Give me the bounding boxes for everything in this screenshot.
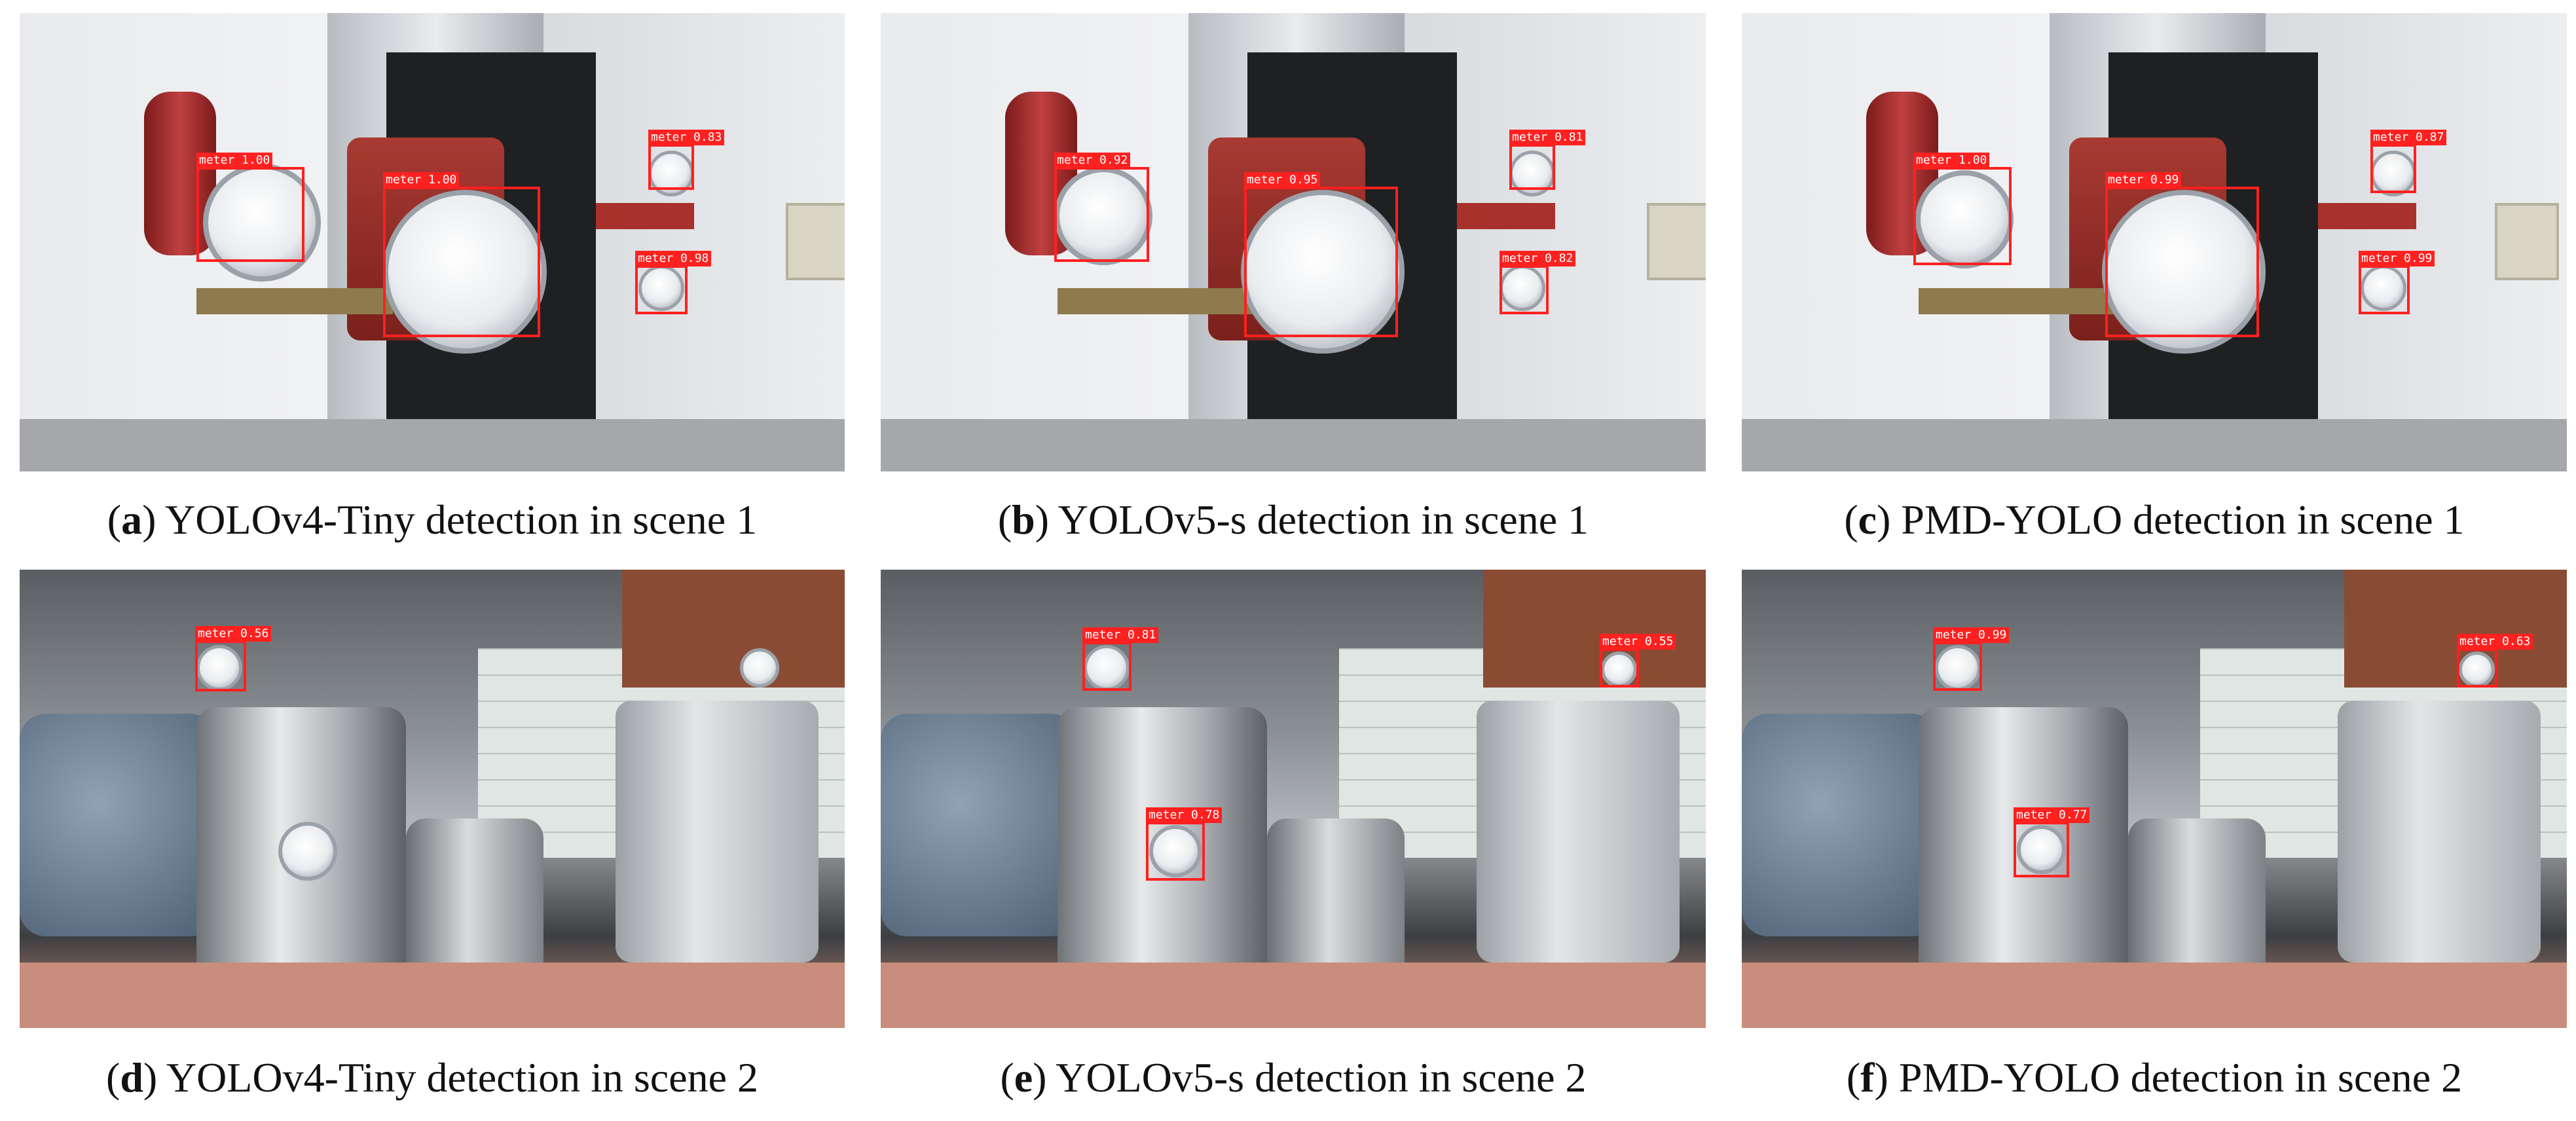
detection-label: meter 0.99 <box>2359 251 2435 266</box>
detection-box: meter 0.82 <box>1500 251 1576 314</box>
floor <box>20 419 845 471</box>
detection-label: meter 0.77 <box>2014 807 2090 823</box>
red-pipe <box>596 203 694 229</box>
floor <box>20 963 845 1028</box>
detection-label: meter 0.92 <box>1054 153 1131 168</box>
photo-scene2-f: meter 0.99 meter 0.63 meter 0.77 <box>1742 570 2567 1028</box>
photo-scene2-d: meter 0.56 <box>20 570 845 1028</box>
detection-box: meter 0.63 <box>2457 634 2533 688</box>
detection-label: meter 0.98 <box>635 251 712 266</box>
caption-text: PMD-YOLO detection in scene 1 <box>1890 496 2465 543</box>
detection-label: meter 0.78 <box>1146 807 1223 823</box>
caption-letter: f <box>1860 1054 1875 1101</box>
photo-scene1-a: meter 1.00 meter 1.00 meter 0.83 meter 0… <box>20 13 845 471</box>
detection-box: meter 0.98 <box>635 251 712 314</box>
caption-e: (e) YOLOv5-s detection in scene 2 <box>1000 1054 1587 1101</box>
gauge-front <box>278 822 337 881</box>
detection-label: meter 1.00 <box>383 172 460 188</box>
detection-label: meter 1.00 <box>1913 153 1990 168</box>
insulated-tank <box>1477 701 1680 963</box>
detection-label: meter 0.99 <box>1933 627 2010 643</box>
gauge-small-left <box>1054 167 1152 265</box>
gauge-top-right <box>740 648 779 688</box>
detection-box: meter 0.99 <box>1933 627 2010 691</box>
detection-box: meter 0.77 <box>2014 807 2090 877</box>
detection-label: meter 0.55 <box>1600 634 1676 650</box>
photo-scene2-e: meter 0.81 meter 0.55 meter 0.78 <box>881 570 1706 1028</box>
caption-text: YOLOv5-s detection in scene 2 <box>1046 1054 1587 1101</box>
detection-box: meter 0.81 <box>1082 627 1159 691</box>
insulated-tank <box>2338 701 2541 963</box>
caption-text: YOLOv4-Tiny detection in scene 2 <box>157 1054 758 1101</box>
detection-label: meter 0.81 <box>1509 130 1586 145</box>
blue-tank <box>1742 714 1938 936</box>
brass-pipe <box>1058 288 1254 314</box>
detection-box: meter 0.95 <box>1244 172 1398 337</box>
detection-label: meter 0.56 <box>195 626 272 642</box>
detection-box: meter 0.55 <box>1600 634 1676 688</box>
detection-label: meter 0.87 <box>2370 130 2447 145</box>
detection-box: meter 1.00 <box>383 172 540 337</box>
detection-label: meter 0.95 <box>1244 172 1321 188</box>
gauge-large <box>1241 190 1405 354</box>
detection-box: meter 0.99 <box>2105 172 2259 337</box>
wall-box <box>2495 203 2559 280</box>
detection-box: meter 0.92 <box>1054 153 1149 262</box>
gauge-small-left <box>1915 170 2014 268</box>
caption-a: (a) YOLOv4-Tiny detection in scene 1 <box>107 496 758 543</box>
brass-pipe <box>196 288 393 314</box>
red-pipe <box>2318 203 2416 229</box>
caption-letter: d <box>120 1054 143 1101</box>
wall-box <box>786 203 845 280</box>
detection-box: meter 0.78 <box>1146 807 1223 881</box>
caption-d: (d) YOLOv4-Tiny detection in scene 2 <box>106 1054 758 1101</box>
copper-panel <box>2344 570 2567 688</box>
gauge-small-left <box>203 164 321 282</box>
photo-scene1-c: meter 1.00 meter 0.99 meter 0.87 meter 0… <box>1742 13 2567 471</box>
caption-text: YOLOv5-s detection in scene 1 <box>1049 496 1589 543</box>
insulated-tank <box>616 701 819 963</box>
detection-label: meter 0.81 <box>1082 627 1159 643</box>
red-pipe <box>1457 203 1555 229</box>
detection-label: meter 0.99 <box>2105 172 2182 188</box>
detection-box: meter 0.87 <box>2370 130 2447 193</box>
detection-label: meter 0.83 <box>648 130 725 145</box>
brass-pipe <box>1919 288 2115 314</box>
blue-tank <box>881 714 1077 936</box>
gauge-large <box>383 190 547 354</box>
caption-c: (c) PMD-YOLO detection in scene 1 <box>1844 496 2465 543</box>
detection-box: meter 0.56 <box>195 626 272 691</box>
caption-text: YOLOv4-Tiny detection in scene 1 <box>156 496 758 543</box>
wall-box <box>1647 203 1706 280</box>
detection-box: meter 1.00 <box>196 153 304 262</box>
floor <box>881 419 1706 471</box>
gauge-mid-right <box>2361 265 2406 311</box>
detection-label: meter 0.82 <box>1500 251 1576 266</box>
copper-panel <box>622 570 845 688</box>
gauge-mid-right <box>638 265 684 311</box>
caption-letter: e <box>1014 1054 1033 1101</box>
floor <box>881 963 1706 1028</box>
detection-box: meter 1.00 <box>1913 153 2012 265</box>
caption-letter: a <box>121 496 143 543</box>
caption-f: (f) PMD-YOLO detection in scene 2 <box>1846 1054 2463 1101</box>
gauge-large <box>2102 190 2266 354</box>
blue-tank <box>20 714 216 936</box>
detection-box: meter 0.99 <box>2359 251 2435 314</box>
floor <box>1742 419 2567 471</box>
caption-letter: c <box>1858 496 1877 543</box>
photo-scene1-b: meter 0.92 meter 0.95 meter 0.81 meter 0… <box>881 13 1706 471</box>
caption-b: (b) YOLOv5-s detection in scene 1 <box>997 496 1589 543</box>
copper-panel <box>1483 570 1706 688</box>
caption-text: PMD-YOLO detection in scene 2 <box>1888 1054 2463 1101</box>
detection-box: meter 0.83 <box>648 130 725 190</box>
floor <box>1742 963 2567 1028</box>
gauge-front <box>2017 825 2066 874</box>
detection-label: meter 0.63 <box>2457 634 2533 650</box>
detection-label: meter 1.00 <box>196 153 273 168</box>
detection-box: meter 0.81 <box>1509 130 1586 190</box>
gauge-front <box>1149 825 1202 877</box>
caption-letter: b <box>1012 496 1035 543</box>
